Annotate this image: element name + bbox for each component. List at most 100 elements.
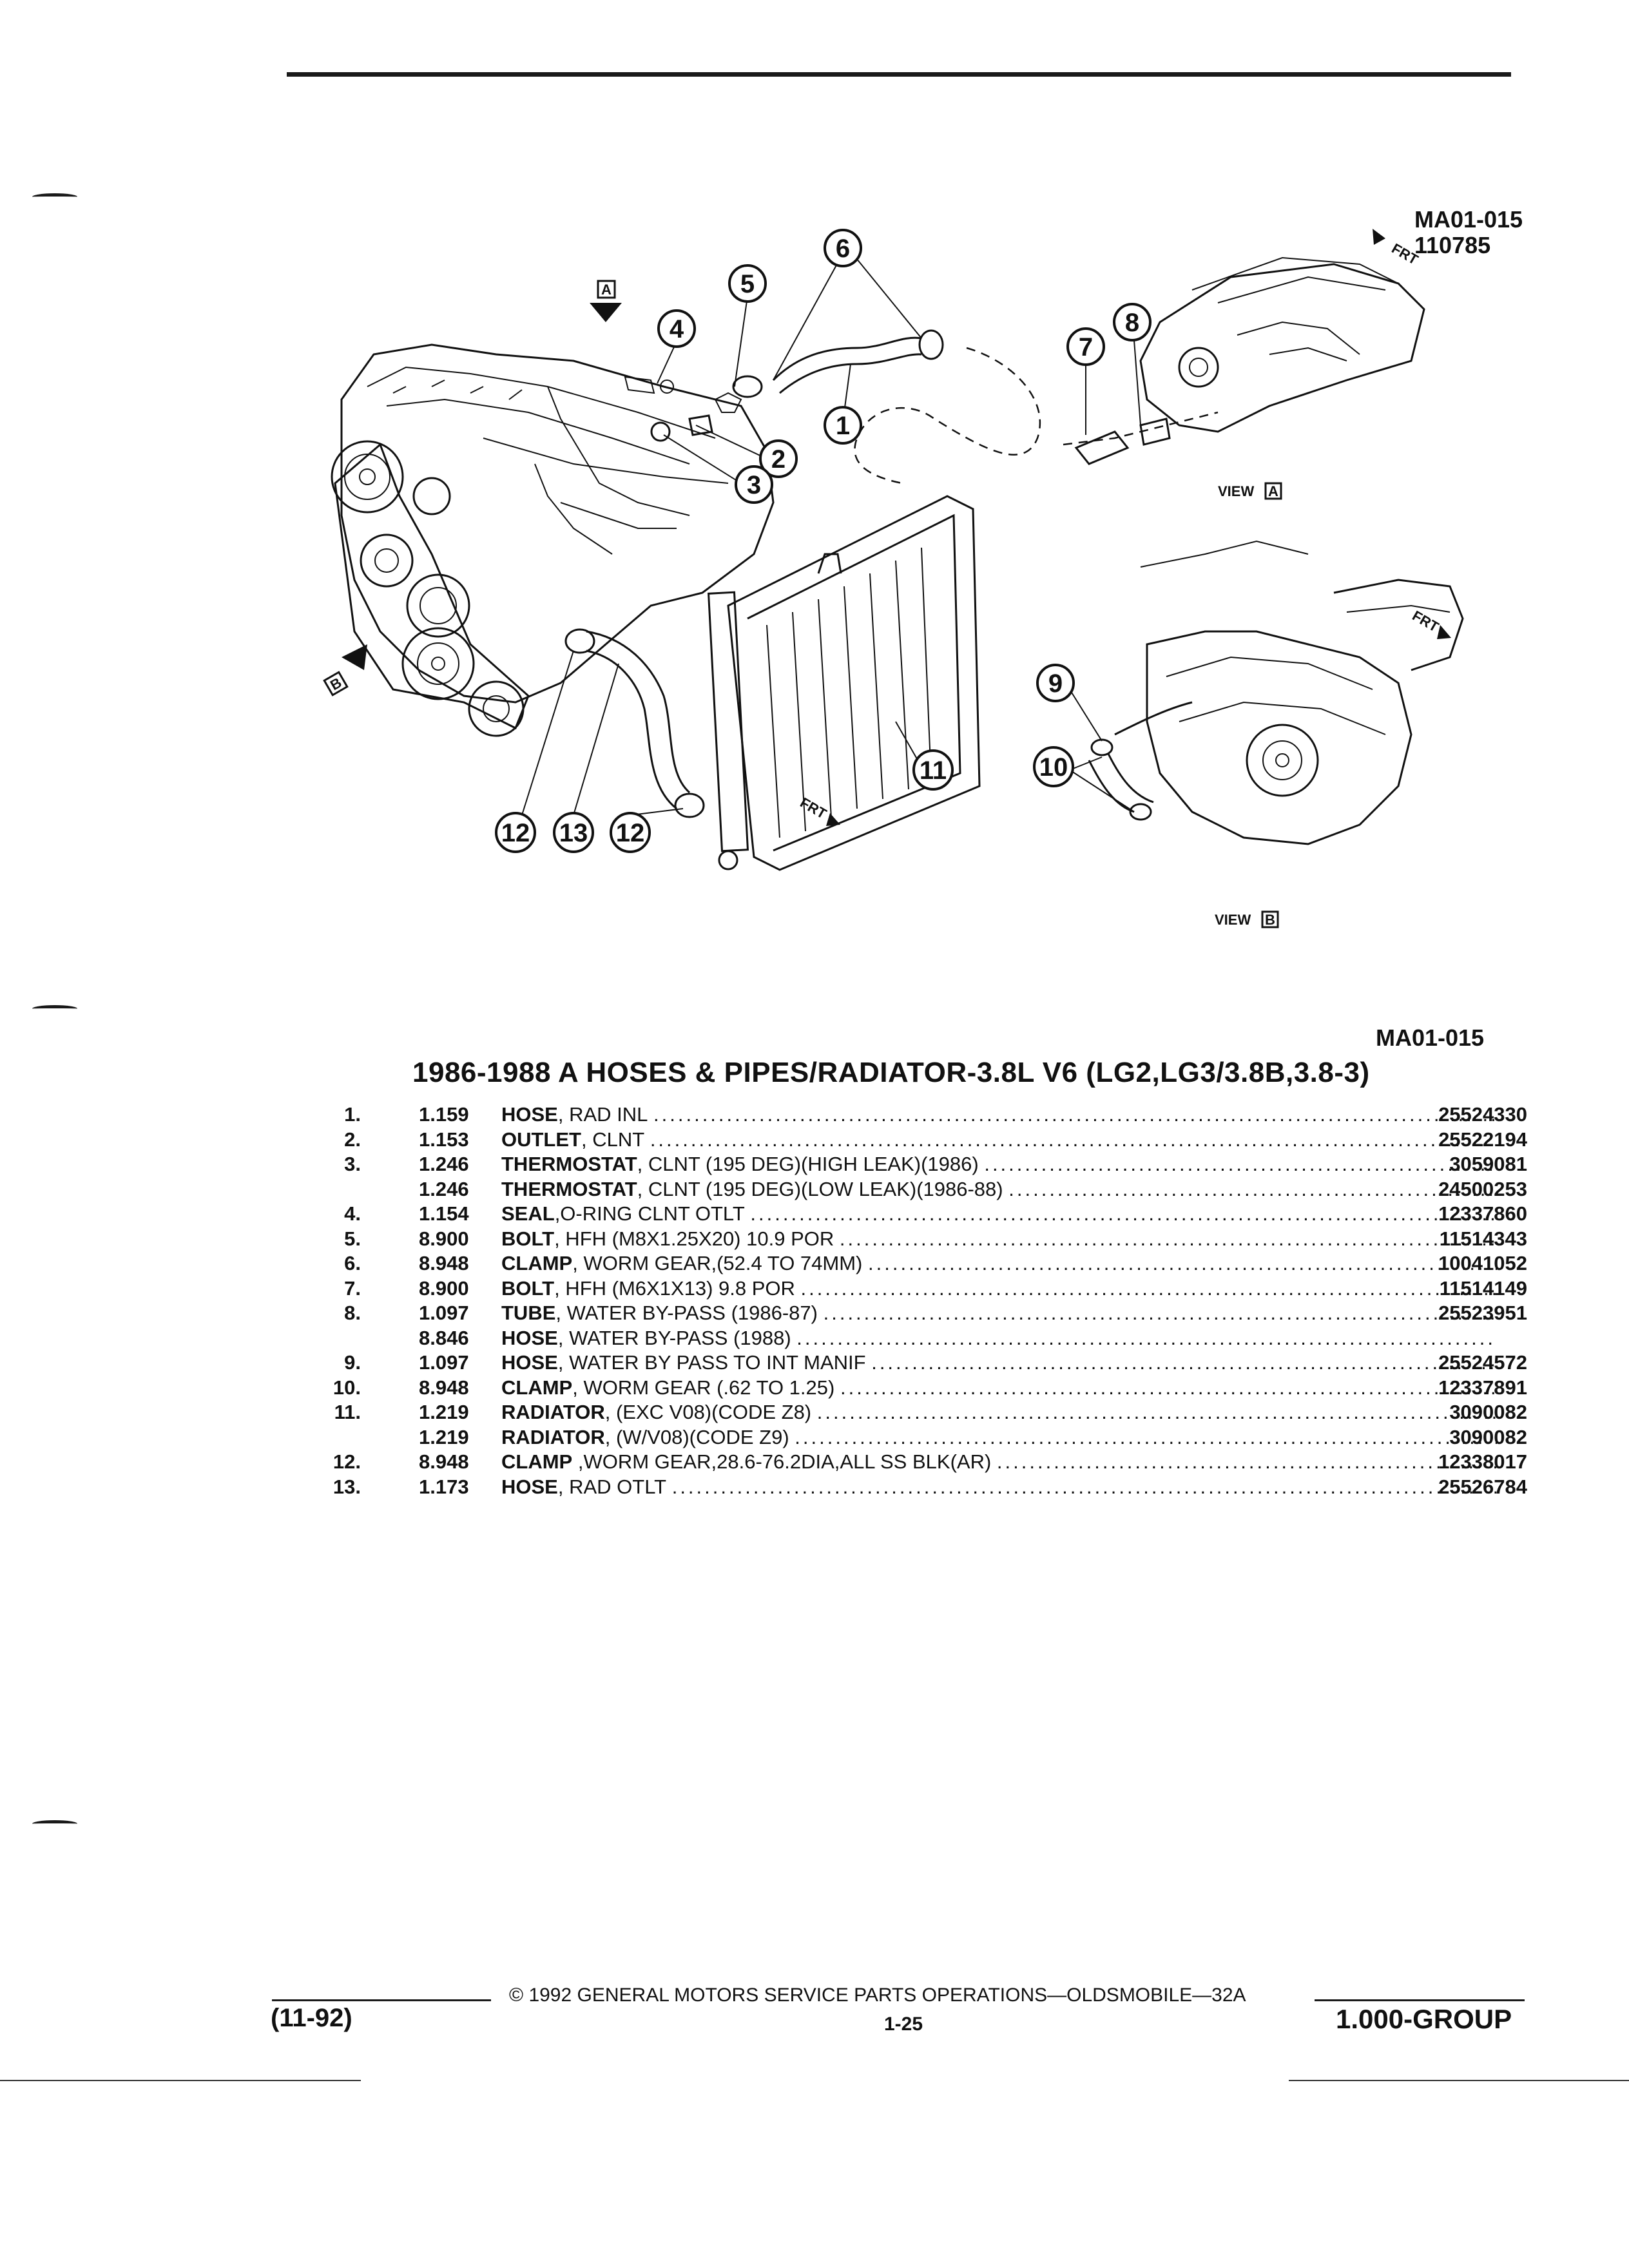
dot-leader: ........................................… (653, 1103, 1497, 1126)
timing-pulleys (331, 440, 530, 737)
dot-leader: ........................................… (984, 1153, 1497, 1175)
svg-text:12: 12 (501, 819, 530, 847)
frt-label: FRT (1410, 608, 1442, 635)
engine-assembly (331, 343, 775, 737)
front-arrow-icon (1437, 625, 1451, 639)
part-description: RADIATOR, (W/V08)(CODE Z9) .............… (501, 1426, 1497, 1449)
part-details: , CLNT (581, 1128, 645, 1151)
part-name: HOSE (501, 1475, 558, 1498)
part-name: CLAMP (501, 1252, 573, 1274)
part-code: 8.900 (419, 1227, 469, 1250)
part-description: RADIATOR, (EXC V08)(CODE Z8) ...........… (501, 1401, 1497, 1424)
svg-text:3: 3 (747, 471, 761, 499)
frt-label: FRT (798, 794, 830, 822)
part-code: 1.097 (419, 1302, 469, 1324)
part-number: 6. (344, 1252, 361, 1274)
part-name: RADIATOR (501, 1401, 605, 1423)
part-catalog-number: 25524330 (1438, 1103, 1527, 1126)
svg-text:10: 10 (1039, 753, 1068, 782)
radiator (707, 495, 981, 871)
svg-text:6: 6 (836, 235, 850, 263)
part-catalog-number: 3090082 (1449, 1401, 1527, 1423)
part-name: BOLT (501, 1276, 555, 1300)
part-description: HOSE, WATER BY-PASS (1988) .............… (501, 1327, 1497, 1350)
part-code: 1.246 (419, 1153, 469, 1175)
part-details: , RAD INL (557, 1103, 648, 1126)
part-description: TUBE, WATER BY-PASS (1986-87) ..........… (501, 1302, 1497, 1325)
water-pump-view-b (1088, 540, 1464, 845)
part-description: HOSE, RAD OTLT .........................… (501, 1475, 1497, 1499)
part-details: ,WORM GEAR,28.6-76.2DIA,ALL SS BLK(AR) (572, 1450, 992, 1473)
callout-10: 10 (1033, 746, 1074, 787)
part-name: HOSE (501, 1351, 558, 1374)
footer-rule (1315, 1999, 1525, 2001)
bottom-rule (1289, 2080, 1629, 2081)
part-code: 8.948 (419, 1376, 469, 1399)
dot-leader: ........................................… (650, 1128, 1497, 1151)
section-title: 1986-1988 A HOSES & PIPES/RADIATOR-3.8L … (412, 1057, 1370, 1088)
dot-leader: ........................................… (871, 1351, 1497, 1374)
dot-leader: ........................................… (868, 1252, 1497, 1274)
parts-diagram: A B FRT FRT FRT VIEW A VIEW B (323, 229, 1464, 928)
part-number: 2. (344, 1128, 361, 1151)
svg-text:7: 7 (1079, 333, 1093, 361)
part-catalog-number: 25522194 (1438, 1128, 1527, 1151)
part-catalog-number: 10041052 (1438, 1252, 1527, 1274)
part-number: 5. (344, 1227, 361, 1250)
view-a-caption-letter: A (1268, 483, 1278, 499)
callout-13: 13 (553, 812, 594, 853)
view-b-marker: B (323, 644, 367, 697)
part-details: , WATER BY PASS TO INT MANIF (557, 1351, 866, 1374)
part-number: 8. (344, 1302, 361, 1324)
part-description: CLAMP, WORM GEAR,(52.4 TO 74MM) ........… (501, 1252, 1497, 1275)
part-name: RADIATOR (501, 1425, 605, 1448)
part-name: CLAMP (501, 1376, 573, 1399)
part-details: , HFH (M6X1X13) 9.8 POR (554, 1276, 795, 1300)
callout-7: 7 (1066, 327, 1105, 366)
part-catalog-number: 25526784 (1438, 1475, 1527, 1498)
part-description: HOSE, WATER BY PASS TO INT MANIF .......… (501, 1351, 1497, 1374)
view-b-caption-word: VIEW (1215, 912, 1251, 928)
svg-text:11: 11 (920, 756, 947, 785)
part-catalog-number: 12337891 (1438, 1376, 1527, 1399)
callout-2: 2 (759, 439, 798, 478)
revision-date: (11-92) (271, 2004, 352, 2032)
dot-leader: ........................................… (750, 1202, 1497, 1225)
margin-mark (32, 1820, 77, 1827)
svg-text:9: 9 (1048, 669, 1063, 698)
view-b-caption: VIEW B (1215, 910, 1279, 928)
part-details: , (W/V08)(CODE Z9) (604, 1425, 789, 1448)
part-catalog-number: 24500253 (1438, 1177, 1527, 1200)
view-a-caption-word: VIEW (1218, 483, 1254, 499)
part-code: 1.173 (419, 1475, 469, 1498)
intake-manifold-view-a (1063, 256, 1425, 465)
group-label: 1.000-GROUP (1336, 2004, 1512, 2034)
dot-leader: ........................................… (795, 1425, 1497, 1448)
part-catalog-number: 25523951 (1438, 1302, 1527, 1324)
part-details: , WORM GEAR (.62 TO 1.25) (572, 1376, 835, 1399)
svg-text:5: 5 (740, 270, 755, 298)
dot-leader: ........................................… (816, 1401, 1497, 1423)
part-details: , WORM GEAR,(52.4 TO 74MM) (572, 1252, 863, 1274)
dot-leader: ........................................… (1008, 1177, 1497, 1200)
dot-leader: ........................................… (996, 1450, 1497, 1473)
part-description: CLAMP ,WORM GEAR,28.6-76.2DIA,ALL SS BLK… (501, 1450, 1497, 1474)
part-description: CLAMP, WORM GEAR (.62 TO 1.25) .........… (501, 1376, 1497, 1399)
dot-leader: ........................................… (839, 1227, 1497, 1250)
footer-rule (272, 1999, 491, 2001)
part-description: SEAL,O-RING CLNT OTLT ..................… (501, 1202, 1497, 1225)
part-name: THERMOSTAT (501, 1153, 637, 1175)
part-description: THERMOSTAT, CLNT (195 DEG)(HIGH LEAK)(19… (501, 1153, 1497, 1176)
